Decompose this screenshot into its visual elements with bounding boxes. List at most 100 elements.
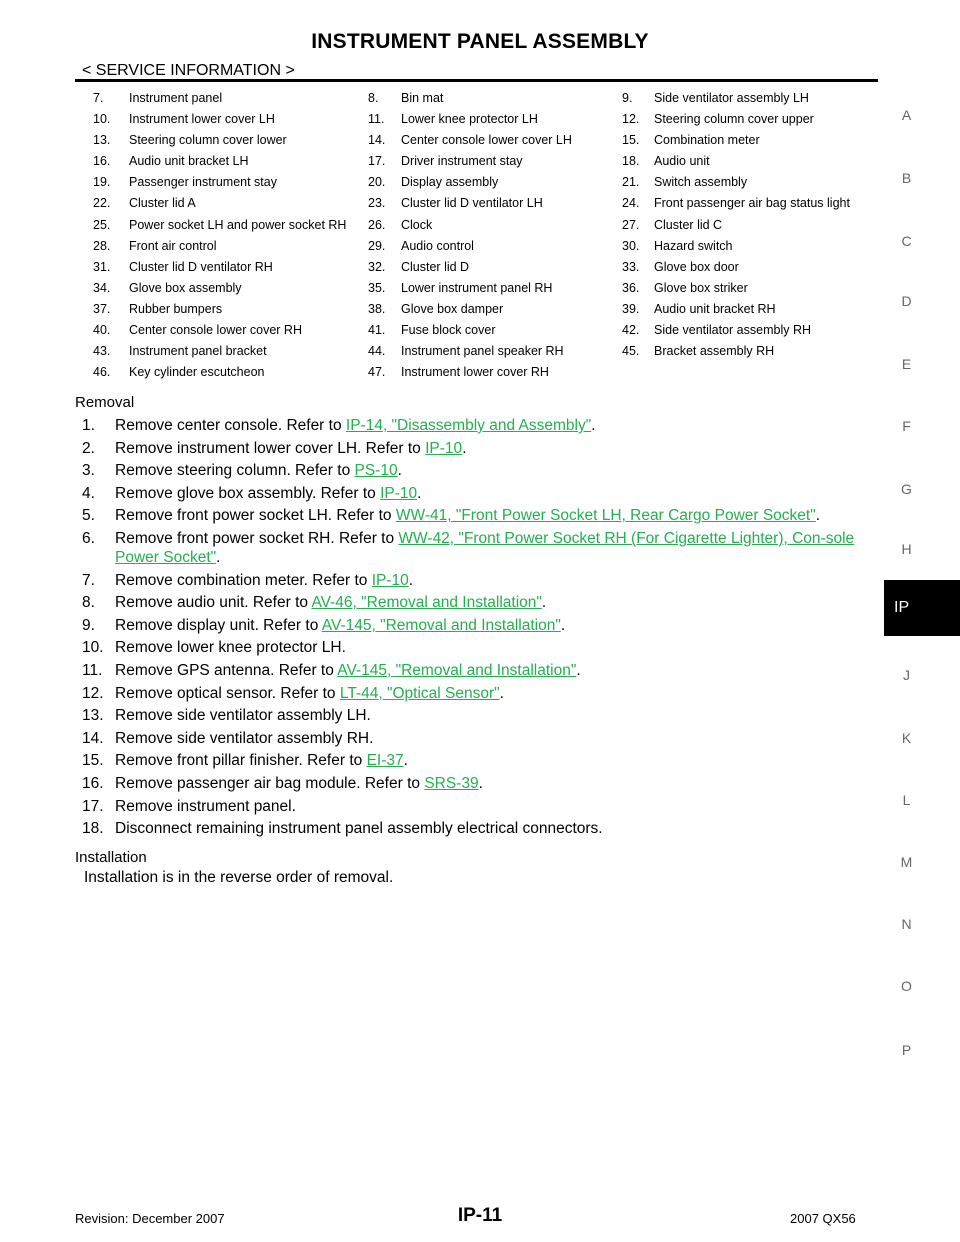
legend-item-label: Steering column cover lower (129, 133, 287, 148)
side-index-d[interactable]: D (901, 293, 912, 309)
legend-item-label: Audio control (401, 238, 474, 253)
legend-item-label: Instrument panel bracket (129, 344, 267, 359)
step-punctuation: . (462, 439, 467, 457)
side-index-c[interactable]: C (901, 233, 912, 249)
step-number: 17. (82, 797, 104, 815)
side-index-m[interactable]: M (900, 854, 913, 870)
installation-text: Installation is in the reverse order of … (84, 869, 394, 886)
legend-item: 33.Glove box door (622, 260, 739, 274)
legend-item-label: Driver instrument stay (401, 154, 523, 169)
side-index-g[interactable]: G (901, 481, 912, 497)
side-index-ip[interactable]: IP (884, 580, 960, 636)
step-number: 2. (82, 439, 95, 457)
reference-link[interactable]: AV-145, "Removal and Installation" (337, 661, 577, 679)
step-number: 3. (82, 462, 95, 480)
side-index-p[interactable]: P (901, 1042, 912, 1058)
legend-item-number: 21. (622, 175, 640, 190)
legend-item: 30.Hazard switch (622, 239, 733, 253)
legend-item-number: 36. (622, 280, 640, 295)
legend-item-number: 33. (622, 259, 640, 274)
legend-item-label: Glove box damper (401, 301, 504, 316)
step-text: Remove GPS antenna. Refer to (115, 661, 338, 679)
removal-step: 8.Remove audio unit. Refer to AV-46, "Re… (82, 593, 882, 612)
legend-item: 46.Key cylinder escutcheon (93, 365, 265, 379)
removal-step: 2. Remove instrument lower cover LH. Refe… (82, 439, 882, 458)
legend-item-number: 19. (93, 175, 111, 190)
step-text: Remove display unit. Refer to (115, 616, 322, 634)
side-index-b[interactable]: B (901, 170, 912, 186)
side-index-f[interactable]: F (902, 418, 911, 434)
reference-link[interactable]: AV-46, "Removal and Installation" (311, 594, 542, 612)
legend-item: 25.Power socket LH and power socket RH (93, 218, 346, 232)
reference-link[interactable]: IP-10 (371, 571, 409, 589)
reference-link[interactable]: WW-41, "Front Power Socket LH, Rear Carg… (395, 507, 816, 525)
step-text: Disconnect remaining instrument panel as… (115, 820, 603, 838)
legend-item-label: Lower instrument panel RH (401, 280, 553, 295)
side-index-o[interactable]: O (901, 978, 912, 994)
step-text: Remove side ventilator assembly LH. (115, 707, 371, 725)
legend-item-label: Cluster lid A (129, 196, 196, 211)
legend-item: 8.Bin mat (368, 91, 443, 105)
reference-link[interactable]: IP-14, "Disassembly and Assembly" (345, 417, 592, 434)
step-text: Remove passenger air bag module. Refer t… (115, 774, 425, 792)
legend-item: 16.Audio unit bracket LH (93, 154, 249, 168)
legend-item-number: 45. (622, 344, 640, 359)
legend-item-label: Cluster lid D (401, 259, 470, 274)
side-index-n[interactable]: N (901, 916, 912, 932)
step-number: 16. (82, 774, 104, 792)
legend-item-label: Instrument panel (129, 91, 223, 105)
legend-item-number: 31. (93, 259, 111, 274)
legend-item: 31.Cluster lid D ventilator RH (93, 260, 273, 274)
legend-item: 18.Audio unit (622, 154, 710, 168)
step-text: Remove instrument lower cover LH. Refer … (115, 439, 426, 457)
reference-link[interactable]: PS-10 (354, 462, 398, 480)
legend-item-number: 14. (368, 133, 386, 148)
legend-item-number: 25. (93, 217, 111, 232)
step-punctuation: . (591, 417, 596, 434)
legend-item-label: Side ventilator assembly LH (654, 91, 809, 105)
reference-link[interactable]: SRS-39 (424, 774, 479, 792)
legend-row: 25.Power socket LH and power socket RH 26… (93, 215, 883, 236)
step-punctuation: . (397, 462, 402, 480)
side-index-h[interactable]: H (901, 541, 912, 557)
side-index-j[interactable]: J (903, 667, 910, 683)
legend-item-label: Cluster lid D ventilator LH (401, 196, 543, 211)
reference-link[interactable]: WW-42, "Front Power Socket RH (For Cigar… (115, 529, 855, 566)
legend-item: 40.Center console lower cover RH (93, 323, 302, 337)
side-index-a[interactable]: A (901, 107, 912, 123)
legend-item: 32.Cluster lid D (368, 260, 469, 274)
step-text: Remove center console. Refer to (115, 417, 346, 434)
legend-item: 12.Steering column cover upper (622, 112, 814, 126)
legend-item-label: Center console lower cover LH (401, 133, 572, 148)
header-rule (75, 79, 878, 82)
side-index-l[interactable]: L (902, 792, 911, 808)
legend-item: 17.Driver instrument stay (368, 154, 523, 168)
removal-step: 5.Remove front power socket LH. Refer to… (82, 506, 882, 525)
reference-link[interactable]: EI-37 (366, 752, 404, 770)
legend-item: 9.Side ventilator assembly LH (622, 91, 809, 105)
legend-row: 31.Cluster lid D ventilator RH 32.Cluster… (93, 257, 883, 278)
removal-step: 14.Remove side ventilator assembly RH. (82, 729, 882, 748)
step-punctuation: . (560, 616, 566, 634)
reference-link[interactable]: IP-10 (425, 439, 463, 457)
footer-revision: Revision: December 2007 (75, 1211, 225, 1226)
step-text: Remove steering column. Refer to (115, 462, 355, 480)
removal-step: 18.Disconnect remaining instrument panel… (82, 819, 882, 838)
legend-item-number: 42. (622, 323, 640, 338)
removal-step: 10.Remove lower knee protector LH. (82, 638, 882, 657)
side-index-k[interactable]: K (901, 730, 912, 746)
legend-item-label: Front passenger air bag status light (654, 196, 850, 211)
side-index-e[interactable]: E (901, 356, 912, 372)
legend-item: 11.Lower knee protector LH (368, 112, 538, 126)
legend-item-number: 11. (368, 112, 385, 127)
step-punctuation: . (403, 752, 408, 770)
reference-link[interactable]: LT-44, "Optical Sensor" (339, 684, 500, 702)
step-punctuation: . (417, 484, 422, 502)
legend-item-number: 26. (368, 217, 386, 232)
legend-item: 26.Clock (368, 218, 432, 232)
legend-item: 23.Cluster lid D ventilator LH (368, 196, 543, 210)
reference-link[interactable]: IP-10 (380, 484, 418, 502)
reference-link[interactable]: AV-145, "Removal and Installation" (321, 616, 561, 634)
legend-item-label: Combination meter (654, 133, 760, 148)
